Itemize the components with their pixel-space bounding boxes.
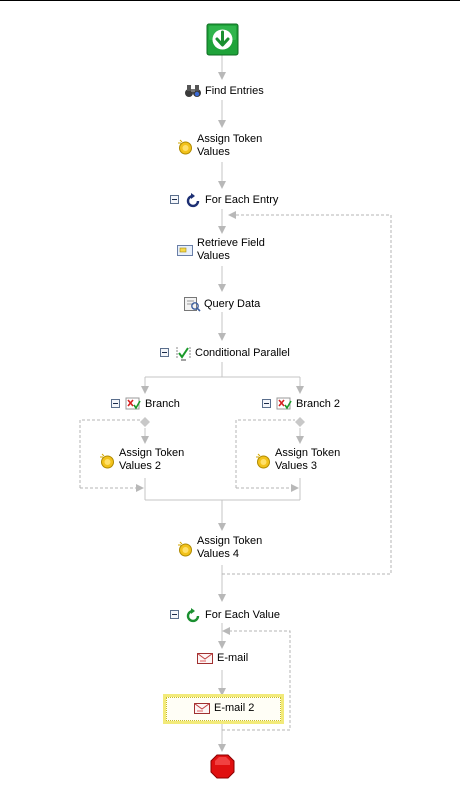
loop-connector bbox=[222, 211, 392, 575]
stop-icon[interactable] bbox=[210, 754, 235, 779]
assign-token-values-activity[interactable]: Assign Token Values bbox=[177, 133, 262, 159]
binoculars-icon bbox=[185, 85, 201, 97]
branch-activity[interactable]: Branch bbox=[125, 396, 180, 413]
branch-diamond bbox=[295, 417, 305, 427]
token-icon bbox=[178, 139, 192, 154]
email-icon bbox=[194, 703, 210, 714]
loop-icon bbox=[186, 608, 200, 623]
assign-token-values-3-line1: Assign Token bbox=[275, 447, 341, 459]
collapse-toggle[interactable] bbox=[170, 195, 179, 204]
assign-token-values-line2: Values bbox=[197, 146, 230, 158]
email-2-activity[interactable]: E-mail 2 bbox=[194, 702, 254, 715]
branch-icon bbox=[125, 397, 141, 410]
top-border bbox=[0, 0, 460, 1]
assign-token-values-2-activity[interactable]: Assign Token Values 2 bbox=[99, 447, 184, 473]
assign-token-values-2-line2: Values 2 bbox=[119, 460, 161, 472]
conditional-parallel-label: Conditional Parallel bbox=[195, 347, 290, 359]
find-entries-label: Find Entries bbox=[205, 84, 264, 97]
assign-token-values-line1: Assign Token bbox=[197, 133, 263, 145]
retrieve-field-values-line1: Retrieve Field bbox=[197, 237, 265, 249]
for-each-value-label: For Each Value bbox=[205, 609, 281, 621]
token-icon bbox=[256, 453, 270, 468]
branch-2-label: Branch 2 bbox=[296, 398, 341, 410]
assign-token-values-3-line2: Values 3 bbox=[275, 460, 317, 472]
assign-token-values-3-activity[interactable]: Assign Token Values 3 bbox=[255, 447, 340, 473]
for-each-entry-label: For Each Entry bbox=[205, 194, 279, 206]
loop-icon bbox=[186, 193, 200, 208]
conditional-icon bbox=[176, 347, 191, 361]
query-icon bbox=[184, 297, 201, 312]
email-label: E-mail bbox=[217, 652, 249, 664]
retrieve-field-values-line2: Values bbox=[197, 250, 230, 262]
collapse-toggle[interactable] bbox=[160, 348, 169, 357]
query-data-activity[interactable]: Query Data bbox=[184, 296, 260, 312]
token-icon bbox=[178, 541, 192, 556]
branch-diamond bbox=[140, 417, 150, 427]
email-icon bbox=[197, 653, 213, 664]
selection-highlight bbox=[163, 694, 284, 724]
field-icon bbox=[177, 244, 193, 256]
retrieve-field-values-activity[interactable]: Retrieve Field Values bbox=[177, 237, 265, 263]
assign-token-values-4-line2: Values 4 bbox=[197, 548, 239, 560]
assign-token-values-4-activity[interactable]: Assign Token Values 4 bbox=[177, 535, 262, 561]
assign-token-values-4-line1: Assign Token bbox=[197, 535, 263, 547]
for-each-entry-activity[interactable]: For Each Entry bbox=[185, 192, 278, 209]
start-arrow-icon[interactable] bbox=[206, 23, 239, 56]
loop-connector bbox=[235, 419, 295, 488]
email-activity[interactable]: E-mail bbox=[197, 652, 248, 665]
assign-token-values-2-line1: Assign Token bbox=[119, 447, 185, 459]
find-entries-activity[interactable]: Find Entries bbox=[184, 83, 264, 99]
collapse-toggle[interactable] bbox=[262, 399, 271, 408]
branch-2-activity[interactable]: Branch 2 bbox=[276, 396, 340, 413]
conditional-parallel-activity[interactable]: Conditional Parallel bbox=[175, 345, 290, 362]
branch-icon bbox=[276, 397, 292, 410]
email-2-label: E-mail 2 bbox=[214, 702, 255, 714]
loop-connector bbox=[79, 419, 140, 488]
query-data-label: Query Data bbox=[204, 297, 261, 310]
collapse-toggle[interactable] bbox=[111, 399, 120, 408]
loop-connector bbox=[222, 627, 291, 731]
for-each-value-activity[interactable]: For Each Value bbox=[185, 607, 280, 624]
branch-label: Branch bbox=[145, 398, 180, 410]
token-icon bbox=[100, 453, 114, 468]
collapse-toggle[interactable] bbox=[170, 610, 179, 619]
